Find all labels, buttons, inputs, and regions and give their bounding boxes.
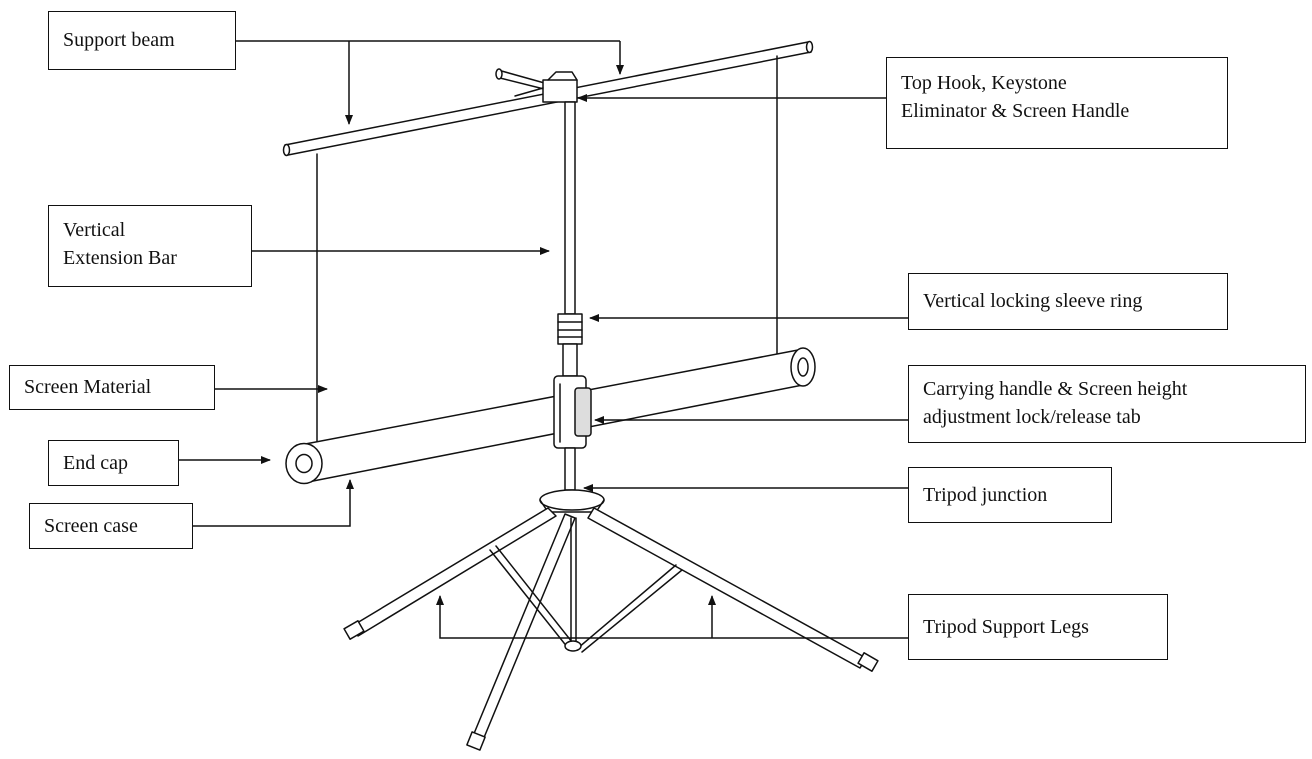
label-vertical-bar-line2: Extension Bar: [63, 247, 177, 269]
label-screen-case: Screen case: [29, 503, 193, 549]
label-locking-ring-text: Vertical locking sleeve ring: [923, 290, 1143, 312]
label-tripod-junction-text: Tripod junction: [923, 484, 1048, 506]
tripod-legs-part: [343, 507, 879, 751]
screen-material-part: [316, 55, 778, 447]
top-hook-part: [495, 68, 578, 103]
label-vertical-bar-line1: Vertical: [63, 219, 126, 241]
label-screen-material-text: Screen Material: [24, 376, 152, 398]
label-screen-case-text: Screen case: [44, 515, 138, 537]
label-support-beam: Support beam: [48, 11, 236, 70]
label-tripod-junction: Tripod junction: [908, 467, 1112, 523]
label-top-hook: Top Hook, Keystone Eliminator & Screen H…: [886, 57, 1228, 149]
label-vertical-extension-bar: Vertical Extension Bar: [48, 205, 252, 287]
label-carrying-line1: Carrying handle & Screen height: [923, 378, 1188, 400]
label-carrying-handle: Carrying handle & Screen height adjustme…: [908, 365, 1306, 443]
label-vertical-locking-sleeve-ring: Vertical locking sleeve ring: [908, 273, 1228, 330]
leader-lines: [179, 40, 908, 639]
label-end-cap: End cap: [48, 440, 179, 486]
label-end-cap-text: End cap: [63, 452, 128, 474]
label-carrying-line2: adjustment lock/release tab: [923, 406, 1141, 428]
label-tripod-support-legs: Tripod Support Legs: [908, 594, 1168, 660]
label-support-beam-text: Support beam: [63, 29, 175, 51]
label-support-legs-text: Tripod Support Legs: [923, 616, 1089, 638]
label-top-hook-line2: Eliminator & Screen Handle: [901, 100, 1130, 122]
carrying-handle-part: [553, 375, 592, 491]
vertical-extension-bar-part: [557, 101, 583, 377]
label-top-hook-line1: Top Hook, Keystone: [901, 72, 1067, 94]
label-screen-material: Screen Material: [9, 365, 215, 410]
tripod-junction-part: [539, 489, 605, 513]
screen-case-part: [285, 347, 816, 485]
